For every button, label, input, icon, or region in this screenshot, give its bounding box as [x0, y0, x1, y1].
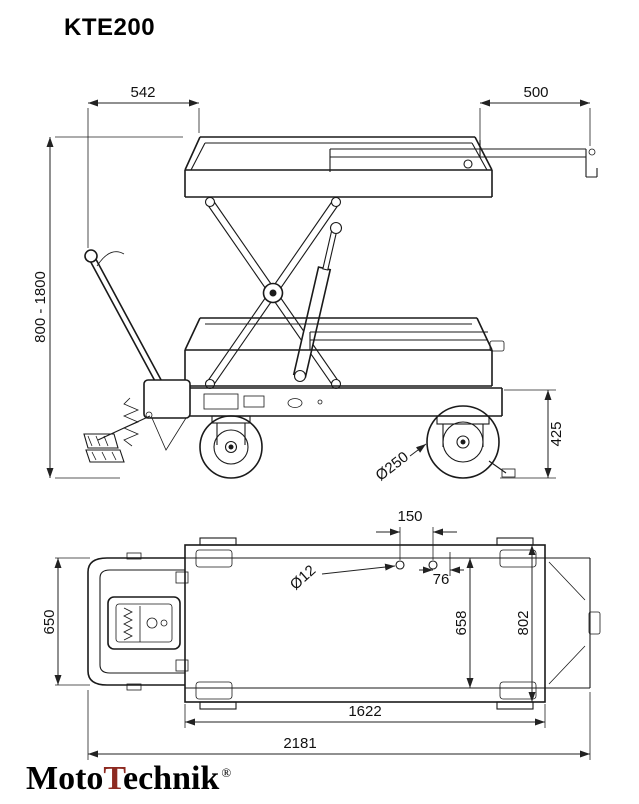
front-wheel	[199, 415, 263, 479]
label-plate	[203, 393, 239, 410]
tray-diagonals	[548, 561, 586, 685]
dim-2181: 2181	[87, 690, 591, 760]
badge-oval	[287, 398, 303, 408]
dim-2181-label: 2181	[283, 735, 316, 752]
platform-body	[184, 537, 601, 710]
caster-plate	[195, 549, 233, 568]
dim-1622-label: 1622	[348, 703, 381, 720]
side-view: 542 500 800 - 1800 Ø250 425	[32, 84, 598, 484]
dim-76: 76	[419, 566, 464, 588]
handle-bar-plan	[87, 552, 189, 691]
scissor-mechanism	[204, 196, 342, 390]
corner-tab	[199, 537, 237, 546]
page-title: KTE200	[64, 14, 156, 41]
dim-802-label: 802	[515, 610, 532, 635]
corner-tab	[496, 537, 534, 546]
caster-plate	[195, 681, 233, 700]
front-caster	[199, 415, 263, 479]
corner-tab	[199, 701, 237, 710]
mounting-hole	[395, 560, 405, 570]
rollout-tray-extended	[329, 148, 598, 178]
rear-caster	[426, 405, 516, 479]
logo-moto: Moto	[26, 760, 104, 797]
top-view: 150 76 Ø12 650 658 802	[41, 508, 601, 760]
lower-platform	[184, 317, 505, 387]
dim-425: 425	[500, 389, 565, 479]
end-handle	[588, 611, 601, 635]
handle-lever	[84, 249, 191, 451]
dim-hole-diameter: Ø12	[287, 562, 396, 594]
dim-hole-dia-label: Ø12	[287, 562, 319, 594]
dim-150: 150	[376, 508, 457, 560]
hinge-bracket	[175, 659, 189, 672]
dim-425-label: 425	[548, 421, 565, 446]
pump-unit-plan	[107, 596, 181, 650]
dim-150-label: 150	[397, 508, 422, 525]
dim-500: 500	[479, 84, 591, 146]
dim-wheel-diameter: Ø250	[373, 443, 427, 484]
chassis	[165, 387, 503, 417]
gusset	[151, 417, 187, 451]
dim-650-label: 650	[41, 609, 58, 634]
caster-plate	[499, 549, 537, 568]
dim-802: 802	[515, 545, 536, 702]
mototechnik-logo: MotoTechnik®	[26, 760, 231, 798]
dim-76-label: 76	[433, 571, 450, 588]
dim-lift-height: 800 - 1800	[32, 136, 183, 479]
top-platform	[184, 136, 493, 198]
handle-grip	[84, 249, 98, 263]
logo-echnik: echnik	[122, 760, 220, 797]
dim-542: 542	[87, 84, 200, 248]
corner-tab	[496, 701, 534, 710]
dim-500-label: 500	[523, 84, 548, 101]
dim-658: 658	[453, 558, 474, 688]
dim-650: 650	[41, 557, 90, 686]
dim-1622: 1622	[184, 703, 546, 728]
mounting-hole	[428, 560, 438, 570]
caster-plate	[499, 681, 537, 700]
ce-mark-plate	[243, 395, 265, 408]
hinge-bracket	[175, 571, 189, 584]
brake-lever	[488, 460, 507, 474]
logo-t: T	[103, 760, 123, 797]
dim-658-label: 658	[453, 610, 470, 635]
dim-lift-height-label: 800 - 1800	[32, 271, 49, 343]
registered-mark: ®	[221, 764, 232, 780]
rear-wheel	[426, 405, 500, 479]
release-lever	[96, 251, 125, 267]
dim-542-label: 542	[130, 84, 155, 101]
dim-wheel-label: Ø250	[373, 448, 412, 484]
foot-pedal	[83, 397, 153, 463]
